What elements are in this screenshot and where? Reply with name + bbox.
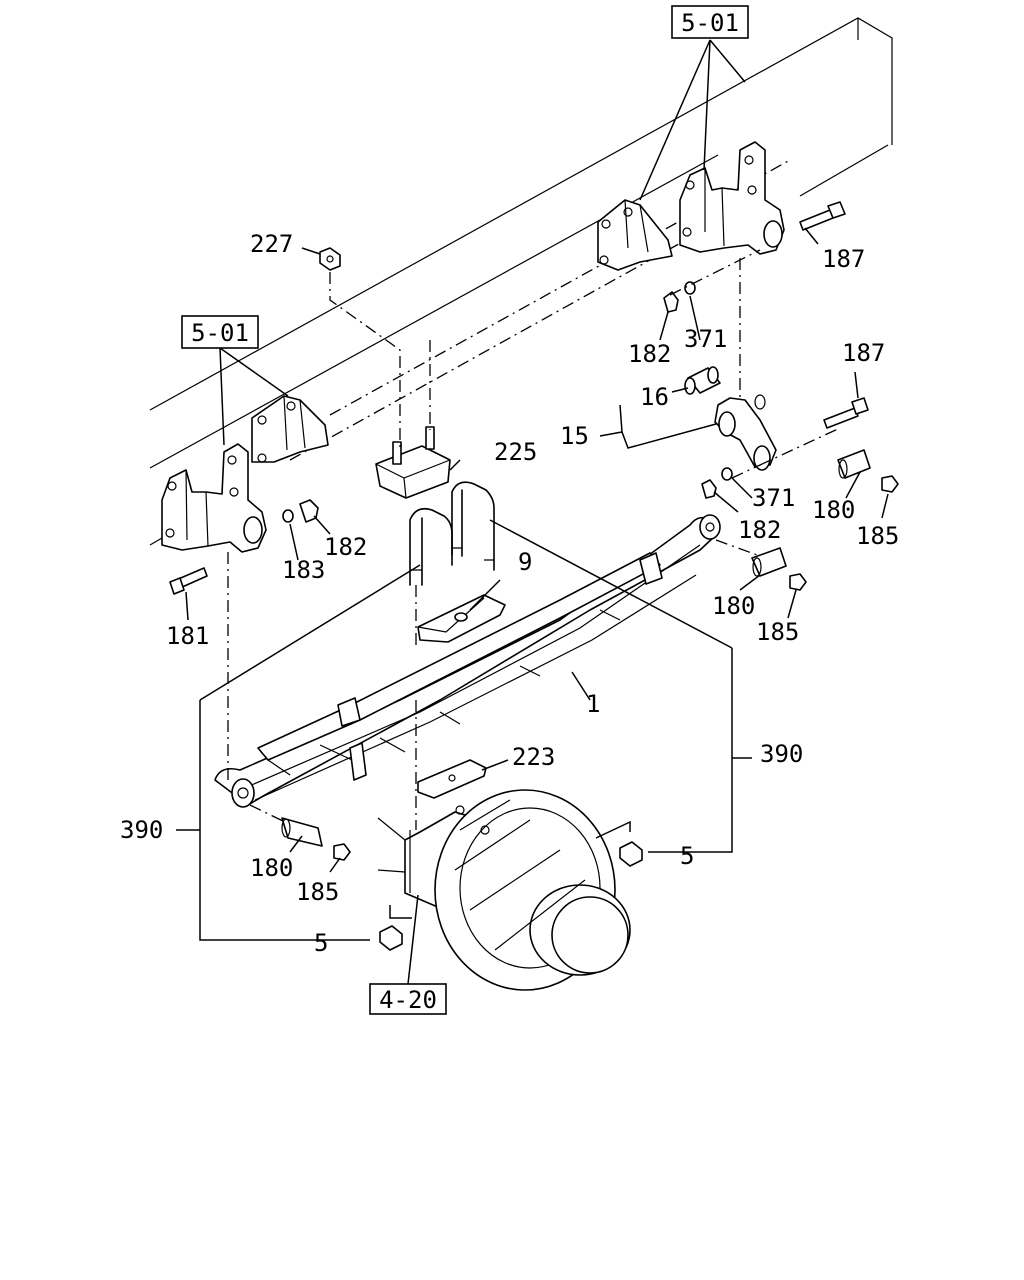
callout-185-rear: 185	[756, 618, 799, 646]
leader-lines	[176, 39, 889, 985]
spring-hanger-bracket-left	[161, 443, 267, 553]
callout-371-shackle: 371	[752, 484, 795, 512]
callout-180-front: 180	[250, 854, 293, 882]
reference-box-frame-left: 5-01	[181, 315, 259, 349]
callout-185-front: 185	[296, 878, 339, 906]
callout-183: 183	[282, 556, 325, 584]
spring-shackle	[714, 394, 777, 471]
shackle-bushing	[684, 366, 721, 395]
callout-15: 15	[560, 422, 589, 450]
callout-182-left: 182	[324, 533, 367, 561]
rear-hanger-bracket	[679, 141, 785, 255]
callout-185-shackle: 185	[856, 522, 899, 550]
callout-187-top: 187	[822, 245, 865, 273]
callout-390-right: 390	[760, 740, 803, 768]
front-hanger-bracket-right	[597, 199, 673, 271]
front-hanger-bracket-left	[251, 395, 329, 463]
callout-371-top: 371	[684, 325, 727, 353]
callout-181: 181	[166, 622, 209, 650]
callout-187-shackle: 187	[842, 339, 885, 367]
axle-hub	[377, 789, 631, 991]
callout-225: 225	[494, 438, 537, 466]
reference-box-axle: 4-20	[369, 983, 447, 1015]
callout-390-left: 390	[120, 816, 163, 844]
callout-9: 9	[518, 548, 532, 576]
callout-182-top: 182	[628, 340, 671, 368]
spring-pad	[417, 759, 487, 799]
svg-text:5-01: 5-01	[681, 9, 739, 37]
u-bolts	[409, 481, 495, 586]
reference-box-frame-top: 5-01	[671, 5, 749, 39]
callout-16: 16	[640, 383, 669, 411]
svg-text:4-20: 4-20	[379, 986, 437, 1014]
bump-stop	[375, 426, 451, 499]
callout-labels: 227 187 187 182 371 16 15 225 371 182 18…	[120, 230, 899, 957]
callout-5-left: 5	[314, 929, 328, 957]
callout-180-shackle: 180	[812, 496, 855, 524]
alignment-lines	[227, 249, 841, 830]
callout-182-shackle: 182	[738, 516, 781, 544]
svg-text:5-01: 5-01	[191, 319, 249, 347]
callout-1: 1	[586, 690, 600, 718]
callout-223: 223	[512, 743, 555, 771]
callout-227: 227	[250, 230, 293, 258]
hardware	[169, 201, 899, 951]
leaf-spring	[214, 514, 721, 808]
callout-180-rear: 180	[712, 592, 755, 620]
callout-5-right: 5	[680, 842, 694, 870]
